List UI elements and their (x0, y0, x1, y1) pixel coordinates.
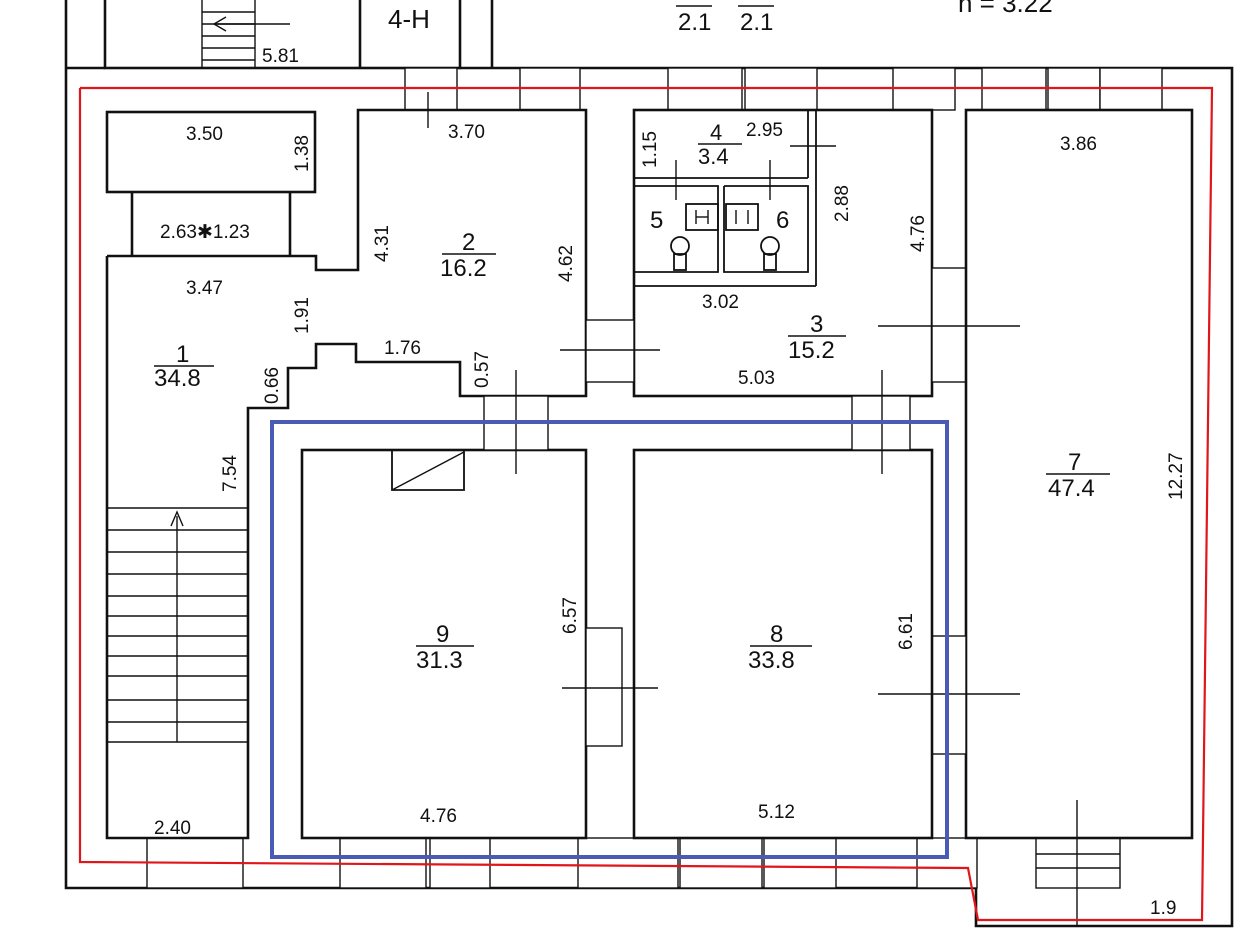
room-6-number: 6 (776, 207, 789, 234)
dim-4-31: 4.31 (372, 225, 393, 262)
dim-12-27: 12.27 (1166, 452, 1187, 500)
dim-2-40: 2.40 (154, 818, 191, 839)
dim-2-88: 2.88 (832, 185, 853, 222)
top-strip: 4-Н 5.81 2.1 2.1 h = 3.22 (103, 0, 1053, 70)
dim-2-63x1-23: 2.63✱1.23 (160, 222, 250, 243)
room-1-number: 1 (176, 341, 189, 368)
ceiling-height-note: h = 3.22 (958, 0, 1053, 18)
dimension-labels: 3.50 1.38 2.63✱1.23 3.47 1.91 0.66 7.54 … (154, 120, 1187, 919)
top-room-label: 4-Н (388, 4, 430, 34)
room-8-number: 8 (770, 621, 783, 648)
dim-3-02: 3.02 (702, 292, 739, 313)
dim-0-57: 0.57 (472, 351, 493, 388)
room-3-area: 15.2 (788, 337, 835, 364)
room-4-area: 3.4 (698, 144, 729, 169)
room-2-number: 2 (462, 229, 475, 256)
room-9-number: 9 (436, 621, 449, 648)
dim-1-9: 1.9 (1150, 898, 1176, 919)
dim-1-91: 1.91 (292, 297, 313, 334)
dim-3-47: 3.47 (186, 278, 223, 299)
dim-7-54: 7.54 (220, 455, 241, 492)
room-labels: 1 34.8 2 16.2 3 15.2 4 3.4 5 6 7 47.4 8 … (154, 120, 1110, 674)
dim-5-12: 5.12 (758, 802, 795, 823)
dim-6-57: 6.57 (560, 597, 581, 634)
selection-highlight (270, 420, 949, 859)
red-boundary-line (78, 86, 1214, 922)
room-1-area: 34.8 (154, 365, 201, 392)
dim-4-76-vertical: 4.76 (908, 215, 929, 252)
room-3-number: 3 (810, 311, 823, 338)
dim-3-86: 3.86 (1060, 134, 1097, 155)
dim-3-70: 3.70 (448, 122, 485, 143)
dim-2-95: 2.95 (746, 120, 783, 141)
room-2-area: 16.2 (440, 255, 487, 282)
top-fraction-a: 2.1 (678, 9, 711, 36)
dim-top-left: 5.81 (262, 46, 299, 67)
room-9 (300, 92, 588, 840)
top-fraction-b: 2.1 (740, 9, 773, 36)
dim-4-62: 4.62 (556, 245, 577, 282)
room-7-area: 47.4 (1048, 475, 1095, 502)
room-8-area: 33.8 (748, 647, 795, 674)
room-9-area: 31.3 (416, 647, 463, 674)
room-7-number: 7 (1068, 449, 1081, 476)
room-3-block (560, 108, 1020, 398)
room-left-column (105, 108, 588, 840)
room-5-number: 5 (650, 207, 663, 234)
dim-1-38: 1.38 (292, 135, 313, 172)
dim-1-76: 1.76 (384, 338, 421, 359)
dim-3-50: 3.50 (186, 124, 223, 145)
dim-0-66: 0.66 (262, 367, 283, 404)
room-4-number: 4 (710, 120, 722, 145)
room-8 (562, 370, 934, 840)
dim-1-15: 1.15 (640, 131, 661, 168)
dim-6-61: 6.61 (896, 613, 917, 650)
dim-5-03: 5.03 (738, 368, 775, 389)
dim-4-76: 4.76 (420, 806, 457, 827)
